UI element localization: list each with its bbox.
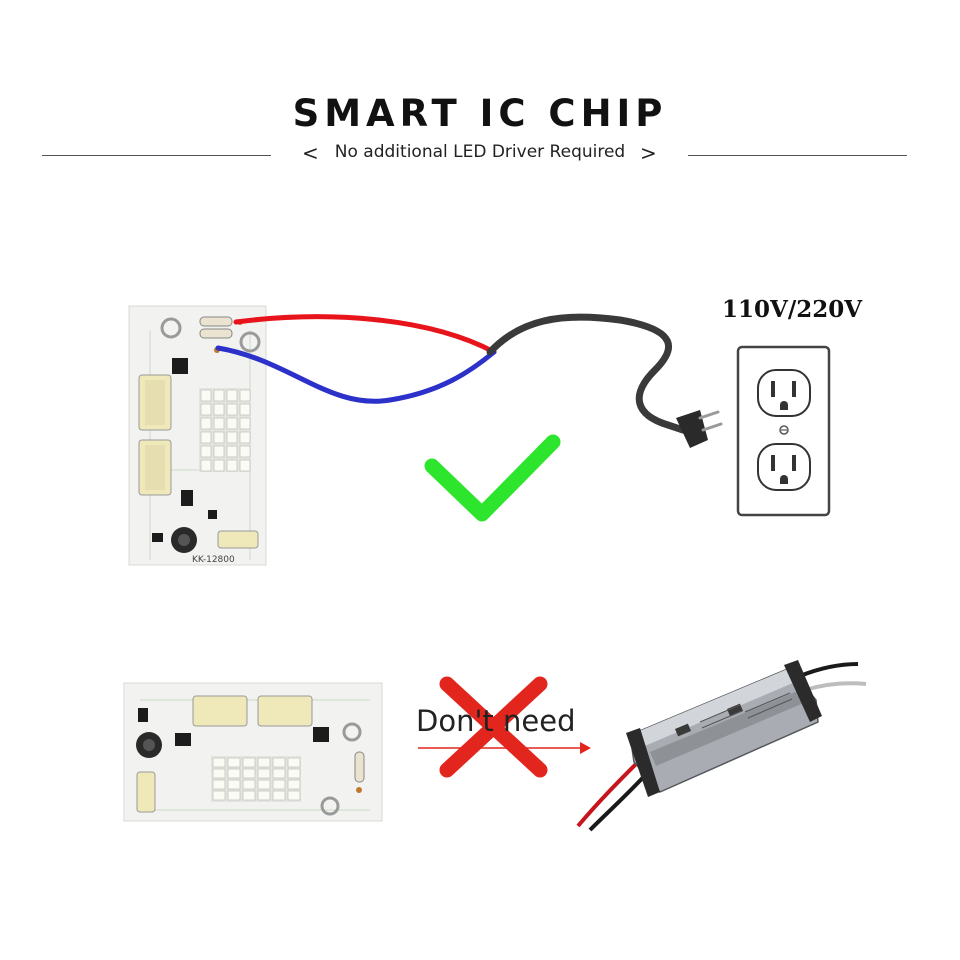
led-board-top xyxy=(128,305,267,566)
led-board-bottom xyxy=(123,682,383,822)
power-cable-top xyxy=(215,313,723,448)
wall-outlet-icon xyxy=(736,345,831,517)
dont-need-label: Don't need xyxy=(416,704,576,738)
led-matrix-top xyxy=(199,388,251,472)
page-subtitle: No additional LED Driver Required xyxy=(334,142,626,162)
divider-left xyxy=(42,155,271,156)
chevron-left-icon: < xyxy=(302,141,319,165)
cross-icon xyxy=(439,676,548,778)
divider-right xyxy=(688,155,907,156)
led-matrix-bottom xyxy=(211,756,301,802)
led-driver-icon xyxy=(576,660,867,832)
subtitle-row: < No additional LED Driver Required > xyxy=(0,140,960,170)
page-title: SMART IC CHIP xyxy=(292,92,668,135)
chevron-right-icon: > xyxy=(640,141,657,165)
check-icon xyxy=(424,434,561,522)
board-model-label: KK-12800 xyxy=(192,555,235,565)
voltage-label: 110V/220V xyxy=(722,296,863,323)
dont-need-arrow xyxy=(418,742,591,754)
